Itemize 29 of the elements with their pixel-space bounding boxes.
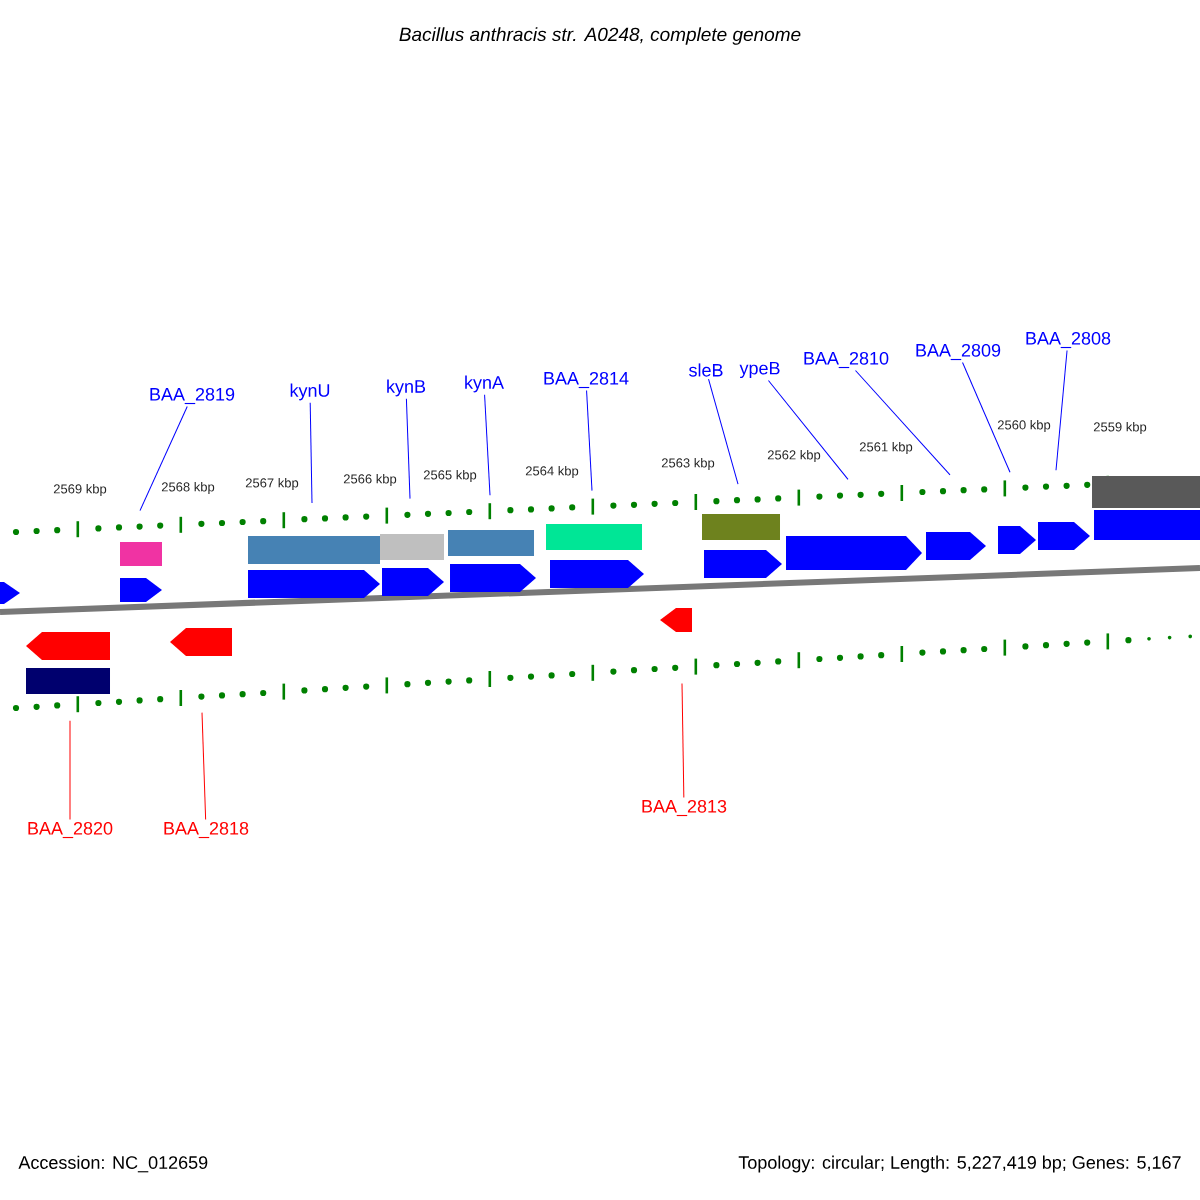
leader-line	[708, 378, 739, 485]
gene-label: BAA_2819	[150, 387, 235, 405]
leader-line	[586, 390, 593, 492]
gene-label: ypeB	[739, 361, 780, 379]
accession-text: Accession: NC_012659	[18, 1155, 208, 1173]
gene-label: BAA_2818	[164, 821, 249, 839]
leader-line	[309, 402, 313, 504]
genome-info-text: Topology: circular; Length: 5,227,419 bp; Genes: 5,167	[738, 1155, 1181, 1173]
gene-label: kynU	[290, 383, 330, 401]
leader-line	[962, 362, 1011, 473]
gene-label: sleB	[689, 363, 723, 377]
gene-label: BAA_2810	[804, 351, 889, 369]
leader-line	[69, 720, 71, 821]
gene-label: BAA_2808	[1026, 331, 1111, 349]
gene-label: BAA_2809	[916, 343, 1001, 361]
leader-line	[139, 406, 188, 512]
leader-line	[405, 398, 411, 500]
gene-label: kynB	[387, 379, 426, 397]
leader-line	[767, 379, 849, 480]
leader-line	[681, 682, 685, 799]
gene-label: BAA_2813	[642, 799, 727, 817]
leader-line	[201, 712, 207, 821]
leader-line	[484, 394, 491, 496]
gene-label: BAA_2814	[544, 371, 629, 389]
leader-line	[1055, 350, 1068, 471]
leader-line	[855, 370, 951, 476]
title: Bacillus anthracis str. A0248, complete genome	[399, 27, 801, 45]
gene-label: BAA_2820	[28, 821, 113, 839]
gene-label: kynA	[465, 375, 504, 393]
